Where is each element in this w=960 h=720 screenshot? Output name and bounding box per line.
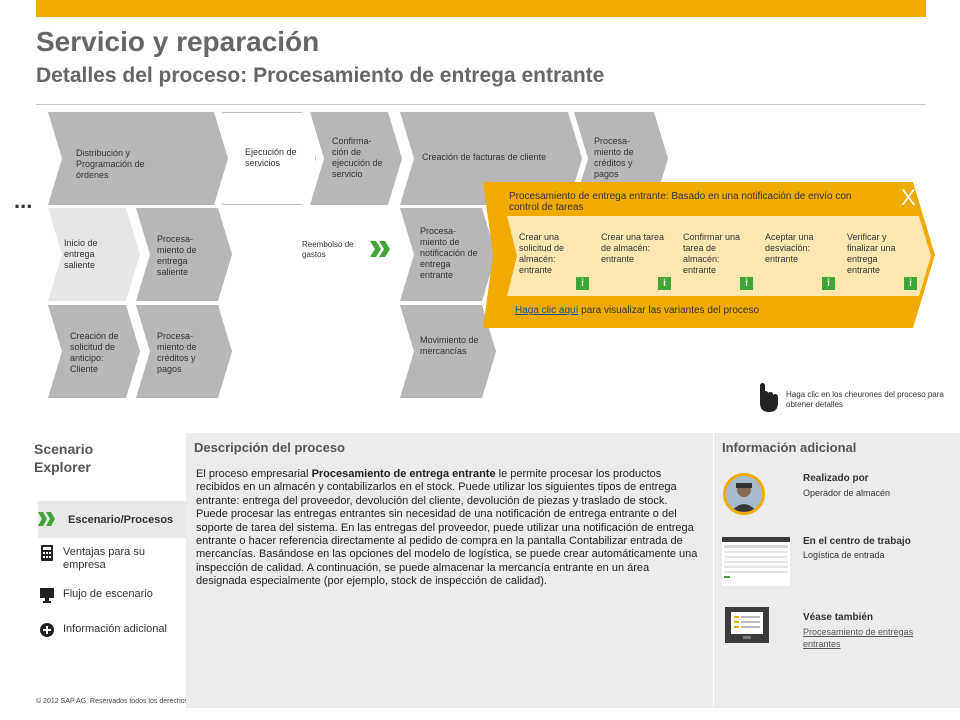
chevron-label: Creación de facturas de cliente — [422, 152, 547, 162]
page-title: Servicio y reparación — [36, 26, 320, 57]
reembolso-label[interactable]: Reembolso de gastos — [302, 240, 354, 259]
variants-link[interactable]: Haga clic aquí — [515, 305, 579, 316]
chevron-label: Procesa-miento de créditos y pagos — [594, 136, 634, 179]
nav-escenario-procesos[interactable]: Escenario/Procesos — [38, 501, 186, 538]
chevron-solicitud-anticipo[interactable]: Creación de solicitud de anticipo: Clien… — [48, 305, 140, 398]
person-icon — [726, 476, 762, 512]
see-also-label: Véase también — [803, 612, 874, 623]
chevron-inicio-entrega-saliente[interactable]: Inicio de entrega saliente — [48, 208, 140, 301]
top-accent-bar — [36, 0, 926, 17]
desc-part-2: le permite procesar los productos recibi… — [196, 468, 698, 588]
hand-pointer-icon — [760, 383, 778, 412]
step-aceptar-desviacion[interactable]: Aceptar una desviación: entrante i — [753, 216, 849, 296]
scenario-title-line2: Explorer — [34, 459, 91, 475]
workplace-label: En el centro de trabajo — [803, 536, 911, 547]
chevron-notificacion-entrega[interactable]: Procesa-miento de notificación de entreg… — [400, 208, 496, 301]
step-label: Confirmar una tarea de almacén: entrante — [683, 232, 741, 275]
performed-by-label: Realizado por — [803, 473, 869, 484]
step-crear-solicitud[interactable]: Crear una solicitud de almacén: entrante… — [507, 216, 603, 296]
green-corner-icon — [221, 387, 232, 398]
scenario-title-line1: Scenario — [34, 441, 94, 457]
calculator-icon — [41, 545, 53, 561]
workplace-thumbnail — [722, 537, 790, 586]
nav-label: Información adicional — [63, 623, 167, 635]
chevron-movimiento-mercancias[interactable]: Movimiento de mercancías — [400, 305, 496, 398]
step-verificar-finalizar[interactable]: Verificar y finalizar una entrega entran… — [835, 216, 931, 296]
info-icon[interactable]: i — [740, 277, 753, 290]
document-screen-icon — [731, 612, 763, 639]
header-divider — [36, 104, 926, 105]
step-label: Aceptar una desviación: entrante — [765, 232, 814, 264]
workplace-value: Logística de entrada — [803, 550, 885, 560]
process-variant-popup: Procesamiento de entrega entrante: Basad… — [483, 182, 935, 328]
step-label: Crear una tarea de almacén: entrante — [601, 232, 665, 264]
chevron-label: Procesa-miento de entrega saliente — [157, 234, 197, 277]
performed-by-value: Operador de almacén — [803, 488, 891, 498]
chevron-label: Creación de solicitud de anticipo: Clien… — [70, 331, 119, 374]
variants-hint: Haga clic aquí para visualizar las varia… — [515, 305, 759, 316]
screen-thumbnail-icon — [724, 545, 788, 578]
close-icon[interactable]: X — [901, 185, 916, 210]
chevron-label: Procesa-miento de notificación de entreg… — [420, 226, 478, 280]
green-corner-icon — [221, 290, 232, 301]
nav-label: Escenario/Procesos — [68, 514, 174, 526]
chevron-ejecucion-servicios[interactable]: Ejecución de servicios — [222, 112, 316, 205]
variants-link-rest: para visualizar las variantes del proces… — [578, 305, 760, 316]
see-also-thumbnail — [725, 607, 769, 643]
panel-divider — [713, 433, 714, 708]
additional-info-heading: Información adicional — [722, 440, 857, 455]
chevron-entrega-saliente[interactable]: Procesa-miento de entrega saliente — [136, 208, 232, 301]
chevron-hint-text: Haga clic en los cheurones del proceso p… — [786, 390, 944, 409]
see-also-link[interactable]: Procesamiento de entregas entrantes — [803, 627, 914, 649]
chevron-distribucion[interactable]: Distribución y Programación de órdenes — [48, 112, 228, 205]
chevron-label: Distribución y Programación de órdenes — [76, 148, 145, 180]
green-corner-icon — [391, 194, 402, 205]
step-label: Crear una solicitud de almacén: entrante — [519, 232, 565, 275]
chevron-label: Confirma-ción de ejecución de servicio — [332, 136, 383, 179]
description-text: El proceso empresarial Procesamiento de … — [196, 468, 702, 589]
page-subtitle: Detalles del proceso: Procesamiento de e… — [36, 64, 605, 87]
step-crear-tarea[interactable]: Crear una tarea de almacén: entrante i — [589, 216, 685, 296]
chevron-label: Inicio de entrega saliente — [64, 238, 98, 270]
step-label: Verificar y finalizar una entrega entran… — [847, 232, 896, 275]
desc-part-1: El proceso empresarial — [196, 468, 312, 480]
more-ellipsis[interactable]: ... — [14, 188, 33, 213]
chevron-label: Procesa-miento de créditos y pagos — [157, 331, 197, 374]
description-heading: Descripción del proceso — [194, 440, 345, 455]
copyright-footer: © 2012 SAP AG. Reservados todos los dere… — [36, 698, 186, 705]
avatar — [723, 473, 765, 515]
popup-title: Procesamiento de entrega entrante: Basad… — [509, 191, 852, 213]
chevron-label: Movimiento de mercancías — [420, 335, 479, 356]
chevron-creditos-pagos-2[interactable]: Procesa-miento de créditos y pagos — [136, 305, 232, 398]
plus-circle-icon — [40, 623, 54, 637]
info-icon[interactable]: i — [822, 277, 835, 290]
scenario-explorer-title: Scenario Explorer — [34, 440, 93, 476]
green-chevrons-icon — [370, 241, 390, 257]
step-confirmar-tarea[interactable]: Confirmar una tarea de almacén: entrante… — [671, 216, 767, 296]
description-panel — [186, 433, 960, 708]
info-icon[interactable]: i — [576, 277, 589, 290]
monitor-icon — [40, 588, 54, 603]
chevron-confirmacion[interactable]: Confirma-ción de ejecución de servicio — [310, 112, 402, 205]
nav-label: Flujo de escenario — [63, 588, 153, 600]
info-icon[interactable]: i — [658, 277, 671, 290]
nav-label: Ventajas para su empresa — [63, 546, 145, 571]
info-icon[interactable]: i — [904, 277, 917, 290]
chevron-label: Ejecución de servicios — [245, 147, 297, 168]
desc-bold: Procesamiento de entrega entrante — [311, 468, 496, 480]
green-chevrons-icon — [38, 512, 55, 526]
